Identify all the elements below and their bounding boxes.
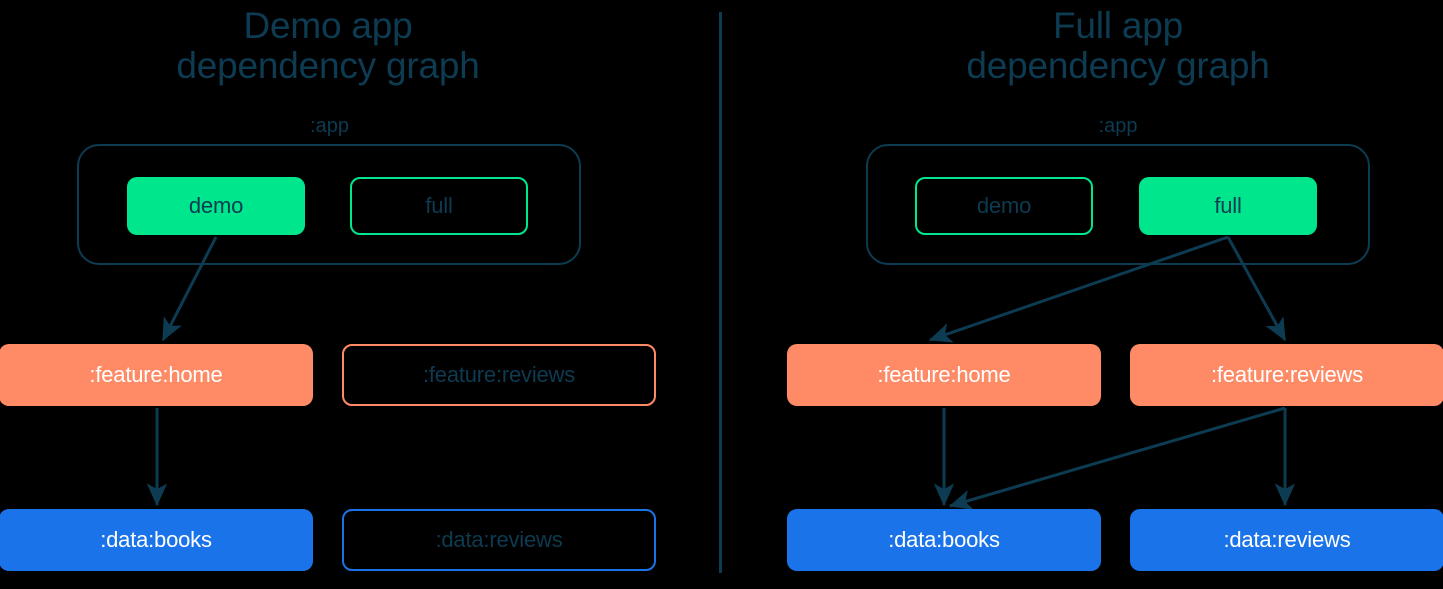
node-demo-demo[interactable]: demo <box>127 177 305 235</box>
edge-full-feature-reviews-to-data-books <box>948 406 1286 510</box>
node-demo-full[interactable]: full <box>350 177 528 235</box>
node-demo-feature-home[interactable]: :feature:home <box>0 344 313 406</box>
group-label-app-full: :app <box>1098 115 1138 137</box>
node-full-feature-reviews[interactable]: :feature:reviews <box>1130 344 1443 406</box>
node-demo-feature-reviews[interactable]: :feature:reviews <box>342 344 656 406</box>
group-label-app-demo: :app <box>310 115 349 137</box>
panel-title-full: Full app dependency graph <box>966 5 1270 86</box>
node-full-demo[interactable]: demo <box>915 177 1093 235</box>
node-demo-data-reviews[interactable]: :data:reviews <box>342 509 656 571</box>
panel-title-demo: Demo app dependency graph <box>176 5 480 86</box>
node-full-feature-home[interactable]: :feature:home <box>787 344 1101 406</box>
node-full-data-reviews[interactable]: :data:reviews <box>1130 509 1443 571</box>
node-full-full[interactable]: full <box>1139 177 1317 235</box>
panel-divider <box>719 12 722 573</box>
group-box-app-demo <box>77 144 581 265</box>
node-full-data-books[interactable]: :data:books <box>787 509 1101 571</box>
node-demo-data-books[interactable]: :data:books <box>0 509 313 571</box>
